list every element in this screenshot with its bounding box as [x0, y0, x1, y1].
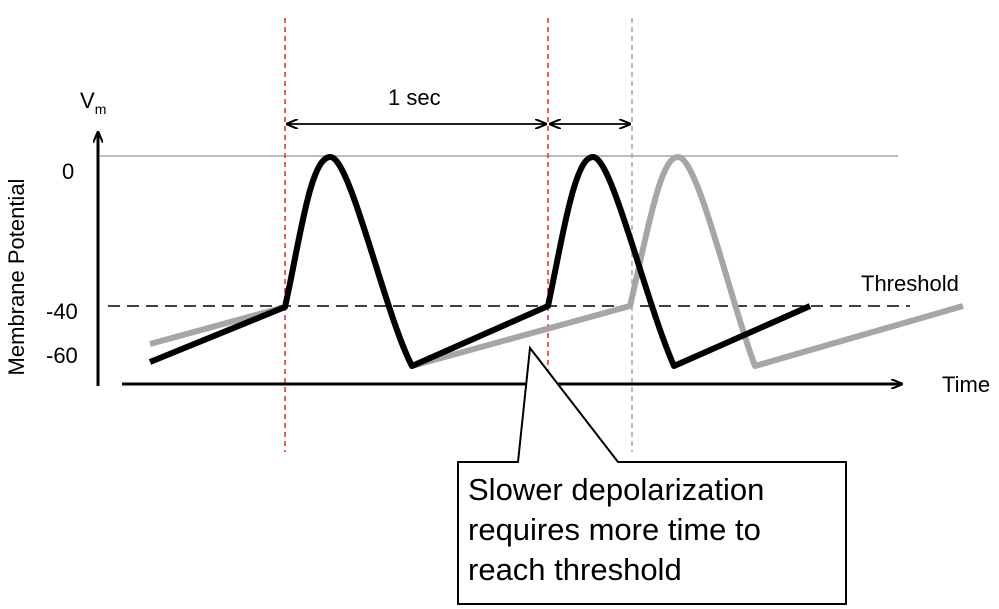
- callout-line-2: requires more time to: [468, 512, 761, 547]
- first-spike-outline: [284, 156, 413, 367]
- callout-line-1: Slower depolarization: [468, 472, 765, 507]
- x-axis-title: Time: [942, 372, 990, 397]
- y-axis-title: Membrane Potential: [4, 179, 29, 376]
- threshold-label: Threshold: [861, 271, 959, 296]
- callout-box: [457, 345, 847, 605]
- tick-label-minus40: -40: [46, 299, 78, 324]
- callout-line-3: reach threshold: [468, 552, 682, 587]
- fast-depolarization-trace: [148, 154, 812, 369]
- callout-text: Slower depolarization requires more time…: [468, 470, 838, 590]
- tick-label-minus60: -60: [46, 343, 78, 368]
- interval-label: 1 sec: [388, 85, 441, 110]
- tick-label-0: 0: [62, 159, 74, 184]
- y-axis-symbol: Vm: [80, 88, 106, 117]
